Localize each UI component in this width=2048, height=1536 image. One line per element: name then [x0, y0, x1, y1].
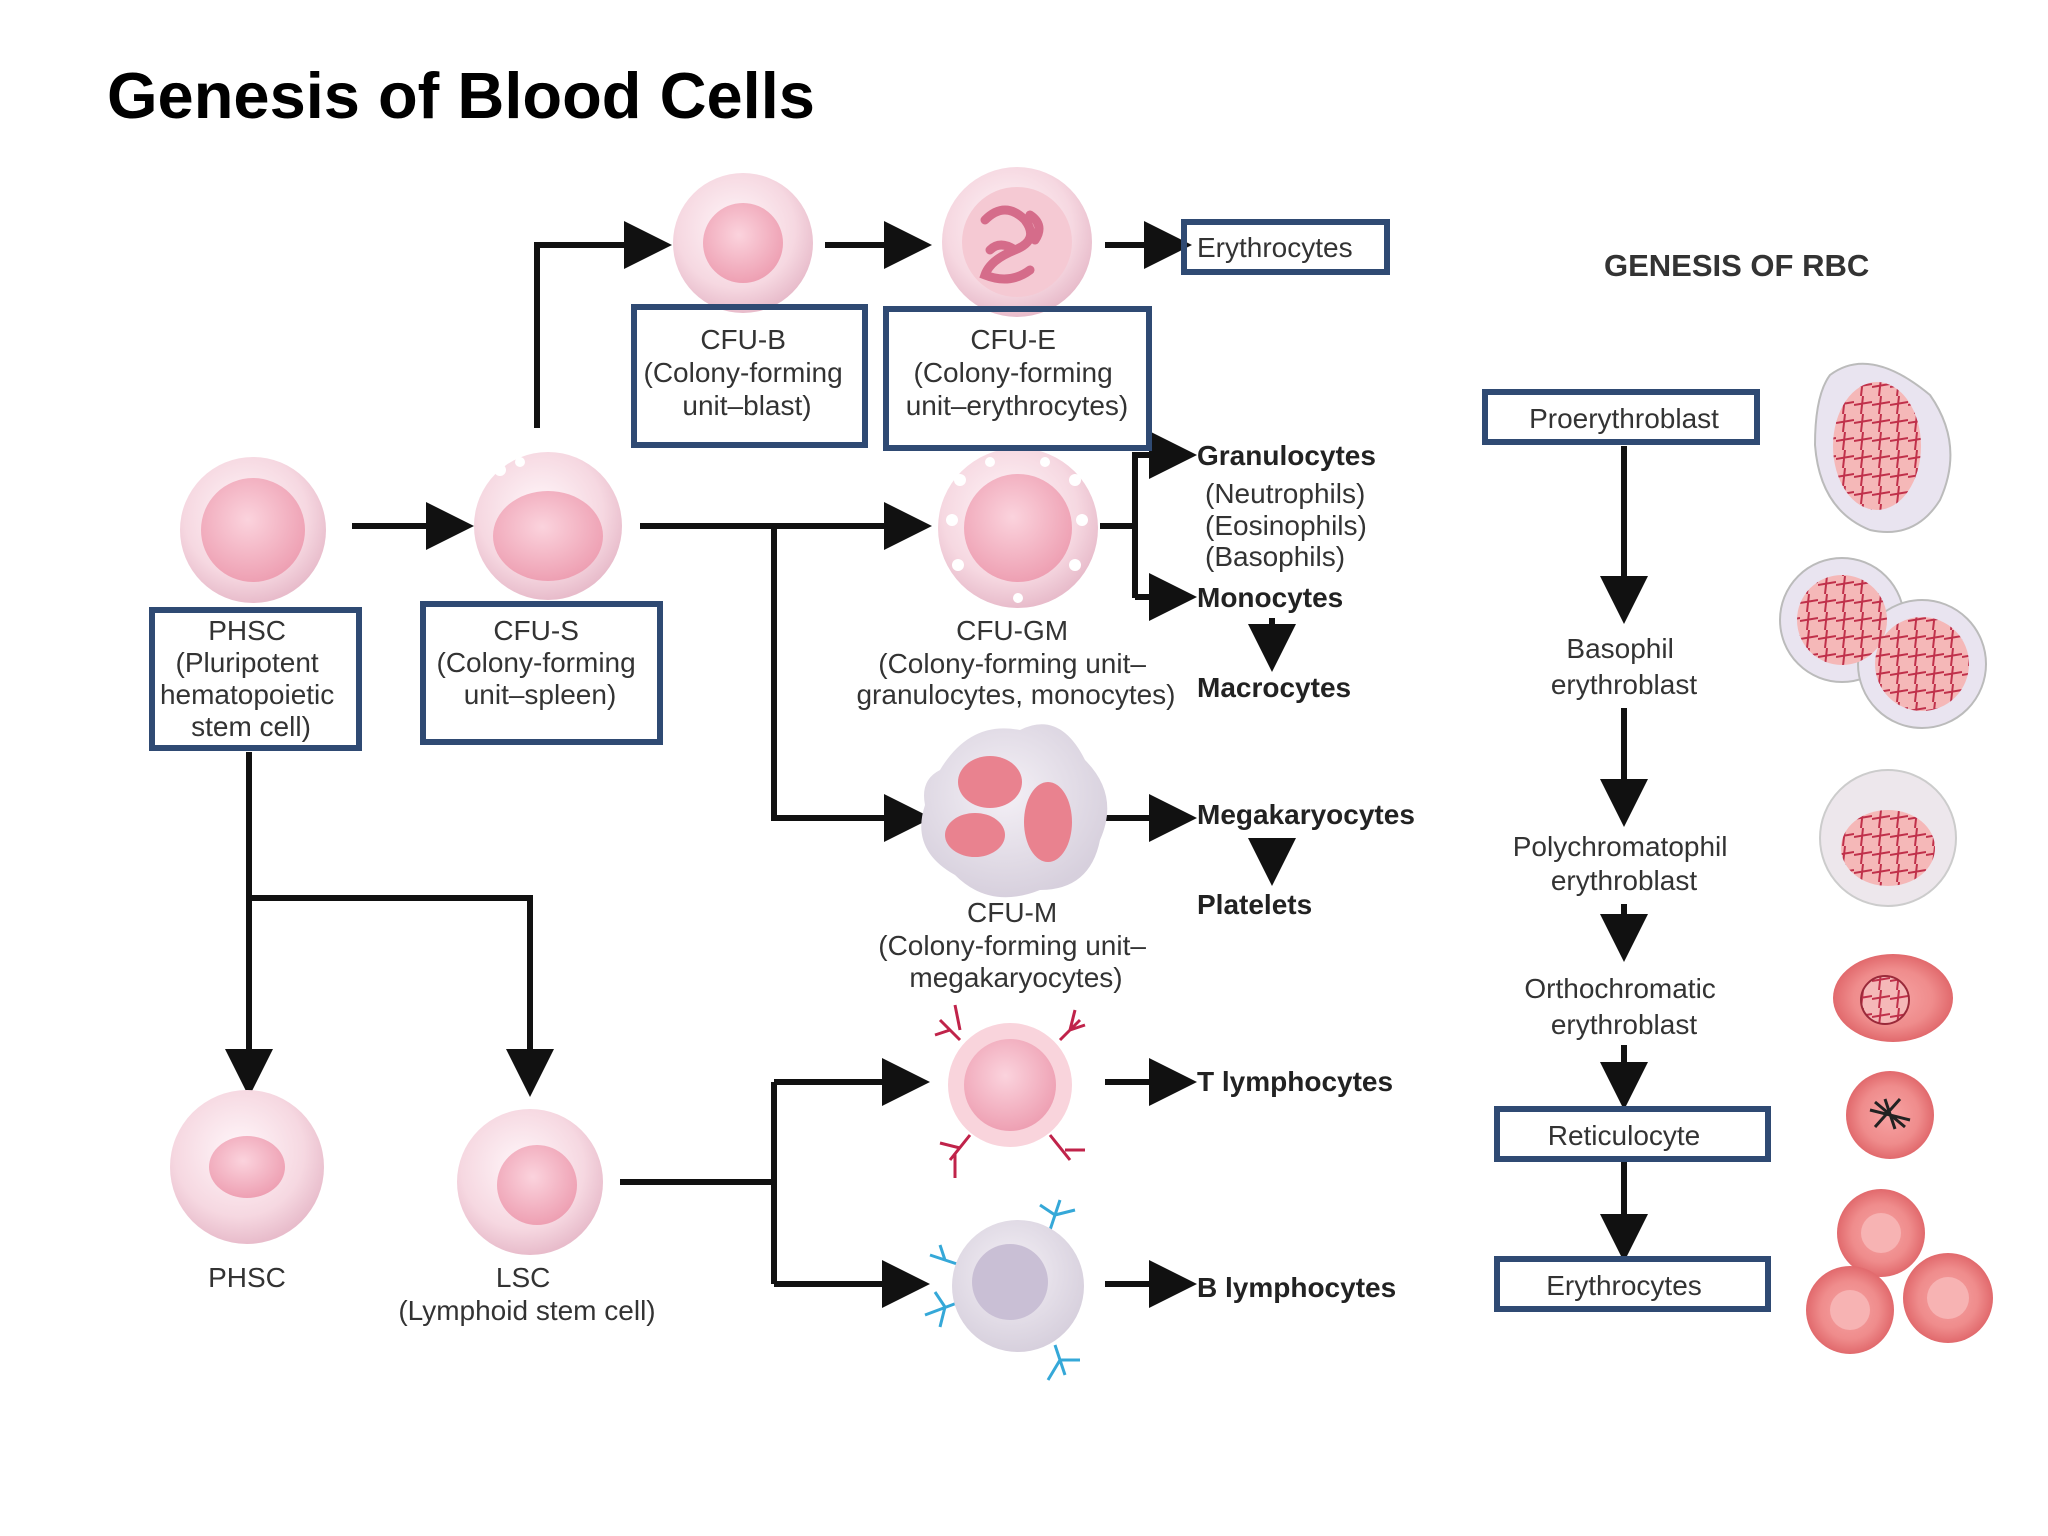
phsc-bottom-cell-image [170, 1090, 324, 1244]
page-title: Genesis of Blood Cells [107, 59, 815, 132]
phsc-cell-image [180, 457, 326, 603]
cfu-s-cell-image [474, 452, 622, 600]
t-lymphocyte-cell-image [934, 1004, 1086, 1178]
proerythroblast-box [1482, 389, 1760, 445]
cfu-m-label: CFU-M (Colony-forming unit– megakaryocyt… [878, 897, 1153, 993]
erythrocytes-output-box [1181, 219, 1390, 275]
cfu-e-label: CFU-E (Colony-forming unit–erythrocytes) [906, 324, 1129, 421]
connector-lines [225, 221, 1648, 1308]
rbc-stage-reticulocyte: Reticulocyte [1548, 1120, 1701, 1151]
rbc-stage-proerythroblast: Proerythroblast [1529, 403, 1719, 434]
cfu-s-label: CFU-S (Colony-forming unit–spleen) [437, 615, 644, 710]
polychromatophil-erythroblast-cell-image [1819, 769, 1957, 907]
platelets-label: Platelets [1197, 889, 1312, 920]
erythrocytes-cell-image [1806, 1189, 1993, 1354]
cfu-b-cell-image [673, 173, 813, 313]
phsc-label-box [149, 607, 362, 751]
reticulocyte-box [1494, 1106, 1771, 1162]
basophil-erythroblast-cell-image [1779, 557, 1987, 729]
granulocyte-types-label: (Neutrophils) (Eosinophils) (Basophils) [1205, 478, 1375, 572]
granulocytes-label: Granulocytes [1197, 440, 1376, 471]
lsc-label: LSC (Lymphoid stem cell) [398, 1262, 655, 1326]
megakaryocytes-label: Megakaryocytes [1197, 799, 1415, 830]
cfu-s-label-box [420, 601, 663, 745]
rbc-stage-erythrocytes: Erythrocytes [1546, 1270, 1702, 1301]
b-lymphocytes-label: B lymphocytes [1197, 1272, 1396, 1303]
rbc-stage-polychromatophil-erythroblast: Polychromatophil erythroblast [1513, 831, 1736, 896]
phsc-label: PHSC (Pluripotent hematopoietic stem cel… [160, 615, 342, 742]
erythrocytes-output-label: Erythrocytes [1197, 232, 1353, 263]
t-lymphocytes-label: T lymphocytes [1197, 1066, 1393, 1097]
cfu-e-label-box [883, 306, 1152, 451]
rbc-erythrocytes-box [1494, 1256, 1771, 1312]
phsc-bottom-label: PHSC [208, 1262, 286, 1293]
rbc-stage-orthochromatic-erythroblast: Orthochromatic erythroblast [1524, 973, 1723, 1040]
orthochromatic-erythroblast-cell-image [1833, 954, 1953, 1042]
lsc-cell-image [457, 1109, 603, 1255]
cfu-e-cell-image [942, 167, 1092, 317]
cfu-b-label: CFU-B (Colony-forming unit–blast) [644, 324, 851, 421]
cfu-b-label-box [631, 304, 868, 448]
cfu-m-cell-image [921, 724, 1108, 898]
proerythroblast-cell-image [1813, 362, 1952, 533]
reticulocyte-cell-image [1846, 1071, 1934, 1159]
rbc-stage-basophil-erythroblast: Basophil erythroblast [1551, 633, 1698, 700]
b-lymphocyte-cell-image [924, 1199, 1084, 1381]
rbc-genesis-heading: GENESIS OF RBC [1604, 248, 1869, 283]
monocytes-label: Monocytes [1197, 582, 1343, 613]
cfu-gm-label: CFU-GM (Colony-forming unit– granulocyte… [856, 615, 1175, 710]
macrocytes-label: Macrocytes [1197, 672, 1351, 703]
cfu-gm-cell-image [938, 448, 1098, 608]
